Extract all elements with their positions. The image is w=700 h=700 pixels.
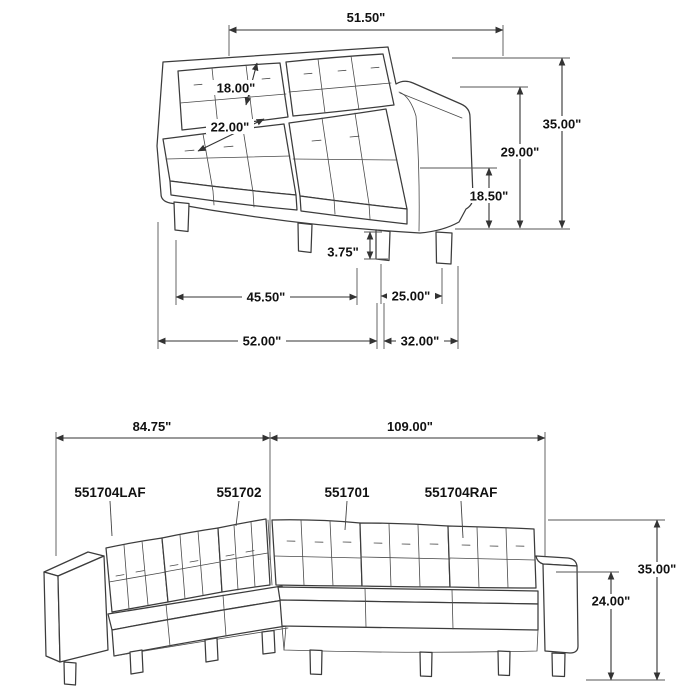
left-arm-front bbox=[57, 555, 109, 663]
sofa-leg bbox=[204, 637, 219, 663]
sofa-leg bbox=[375, 229, 391, 262]
leader-line bbox=[109, 500, 113, 537]
dim-back-cushion: 18.00" bbox=[212, 62, 260, 106]
base-edge bbox=[281, 625, 539, 653]
dim-seat-width: 45.50" bbox=[175, 240, 358, 305]
dim-label-seat-depth: 22.00" bbox=[211, 120, 250, 135]
seat-cushion-front bbox=[169, 180, 298, 211]
sofa-leg bbox=[129, 649, 144, 675]
arm-top-seam bbox=[399, 92, 463, 119]
text-mask bbox=[587, 594, 635, 609]
text-mask bbox=[465, 188, 513, 203]
dim-label-seat-height: 18.50" bbox=[470, 189, 509, 204]
text-mask bbox=[496, 144, 544, 159]
part-label-armless-loveseat: 551702 bbox=[216, 485, 261, 500]
leader-line bbox=[344, 500, 348, 531]
dim-seat-depth: 22.00" bbox=[197, 118, 265, 152]
text-mask bbox=[242, 290, 290, 305]
text-mask bbox=[206, 119, 254, 134]
tuft-seams bbox=[108, 521, 269, 610]
dim-label-back-width: 51.50" bbox=[347, 10, 386, 25]
sofa-leg bbox=[309, 649, 323, 676]
text-mask bbox=[396, 334, 444, 349]
back-cushion bbox=[447, 525, 537, 589]
dim-right-section-width: 109.00" bbox=[269, 419, 546, 556]
text-mask bbox=[538, 116, 586, 131]
dim-seat-height: 18.50" bbox=[420, 167, 513, 229]
dim-overall-height: 35.00" bbox=[452, 57, 586, 230]
sofa-leg bbox=[261, 629, 276, 655]
dim-sectional-overall-height: 35.00" bbox=[548, 519, 681, 681]
tuft-seams bbox=[165, 594, 227, 647]
right-arm-outer bbox=[542, 563, 579, 654]
back-cushion bbox=[359, 522, 451, 588]
leader-line bbox=[235, 500, 240, 527]
dim-overall-width: 52.00" bbox=[157, 222, 378, 349]
dim-label-right-section-width: 109.00" bbox=[387, 419, 433, 434]
dim-label-overall-height: 35.00" bbox=[543, 117, 582, 132]
sofa-leg bbox=[551, 652, 566, 678]
back-cushion bbox=[161, 527, 223, 603]
sofa-leg bbox=[63, 661, 77, 686]
tuft-seams bbox=[165, 112, 398, 220]
text-mask bbox=[212, 80, 260, 95]
dim-label-seat-width: 45.50" bbox=[247, 290, 286, 305]
dim-arm-width: 25.00" bbox=[380, 264, 443, 304]
dim-label-sectional-overall-height: 35.00" bbox=[638, 562, 677, 577]
sofa-leg bbox=[173, 201, 190, 233]
tuft-dimples bbox=[286, 540, 525, 547]
part-label-left-arm-facing: 551704LAF bbox=[74, 485, 145, 500]
loveseat-drawing bbox=[156, 46, 474, 265]
sectional-drawing bbox=[43, 518, 579, 686]
sofa-leg bbox=[497, 650, 511, 677]
part-label-armless-sofa: 551701 bbox=[324, 485, 370, 500]
dim-back-width: 51.50" bbox=[228, 10, 504, 56]
tuft-dimples bbox=[115, 550, 255, 577]
arm-inner-edge bbox=[398, 91, 420, 232]
dim-arm-height: 29.00" bbox=[460, 86, 544, 229]
back-cushion bbox=[271, 519, 363, 587]
dim-label-leg-height: 3.75" bbox=[327, 245, 358, 260]
tuft-seams bbox=[273, 519, 536, 589]
dim-label-back-cushion: 18.00" bbox=[217, 81, 256, 96]
back-cushion bbox=[217, 518, 271, 593]
back-cushion bbox=[105, 537, 169, 613]
text-mask bbox=[387, 289, 435, 304]
sofa-leg bbox=[297, 222, 313, 254]
tuft-seams bbox=[364, 587, 454, 630]
part-labels: 551704LAF 551702 551701 551704RAF bbox=[74, 485, 498, 539]
text-mask bbox=[238, 334, 286, 349]
dim-label-arm-height: 29.00" bbox=[501, 145, 540, 160]
loveseat-dimensions: 51.50" 18.00" 22.00" 35.00" 29.00" bbox=[157, 10, 586, 349]
dim-leg-height: 3.75" bbox=[322, 231, 388, 260]
seat-cushion-front bbox=[299, 195, 408, 225]
dim-left-section-width: 84.75" bbox=[55, 419, 271, 560]
back-cushion bbox=[285, 53, 395, 117]
dim-sectional-arm-height: 24.00" bbox=[556, 571, 635, 681]
dim-label-overall-depth: 32.00" bbox=[401, 334, 440, 349]
dim-label-overall-width: 52.00" bbox=[243, 334, 282, 349]
dim-label-left-section-width: 84.75" bbox=[133, 419, 172, 434]
seat-cushion-front bbox=[279, 599, 539, 631]
sofa-leg bbox=[419, 651, 433, 678]
leader-line bbox=[460, 500, 464, 539]
text-mask bbox=[633, 562, 681, 577]
sofa-leg bbox=[435, 231, 453, 265]
sectional-dimensions: 84.75" 109.00" 35.00" 24.00" bbox=[55, 419, 681, 681]
part-label-right-arm-facing: 551704RAF bbox=[425, 485, 498, 500]
text-mask bbox=[322, 245, 364, 259]
dim-label-sectional-arm-height: 24.00" bbox=[592, 594, 631, 609]
dim-overall-depth: 32.00" bbox=[383, 266, 459, 349]
dim-label-arm-width: 25.00" bbox=[392, 289, 431, 304]
